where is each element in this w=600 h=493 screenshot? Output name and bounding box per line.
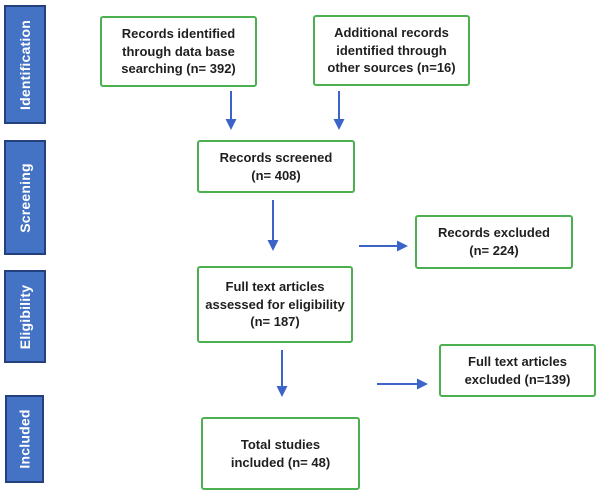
box-records-identified-line-2: through data base	[122, 43, 235, 59]
stage-eligibility: Eligibility	[4, 270, 46, 363]
arrow-assessed-down	[276, 350, 288, 397]
stage-screening-label: Screening	[17, 162, 33, 233]
arrow-assessed-to-excluded	[377, 378, 428, 390]
box-full-text-excluded-line-1: Full text articles	[468, 353, 567, 369]
box-total-studies-line-1: Total studies	[240, 436, 321, 452]
box-total-studies: Total studies included (n= 48)	[201, 417, 360, 490]
box-records-excluded-line-2: (n= 224)	[469, 243, 519, 258]
box-full-text-excluded: Full text articles excluded (n=139)	[439, 344, 596, 397]
box-full-text-excluded-line-2: excluded (n=139)	[464, 371, 571, 387]
stage-eligibility-label: Eligibility	[17, 284, 33, 349]
stage-screening: Screening	[4, 140, 46, 255]
stage-included: Included	[5, 395, 44, 483]
box-records-screened-line-2: (n= 408)	[251, 167, 301, 183]
box-full-text-assessed: Full text articles assessed for eligibil…	[197, 266, 353, 343]
box-records-identified: Records identified through data base sea…	[100, 16, 257, 87]
box-full-text-assessed-line-3: (n= 187)	[250, 314, 300, 330]
box-full-text-assessed-line-2: assessed for eligibility	[205, 296, 345, 312]
arrow-additional-to-screened	[333, 91, 345, 130]
box-additional-records-line-2: identified through	[336, 42, 447, 58]
stage-included-label: Included	[16, 409, 33, 469]
box-records-excluded-line-1: Records excluded	[438, 225, 550, 241]
box-records-identified-line-3: searching (n= 392)	[121, 61, 236, 77]
stage-identification-label: Identification	[17, 19, 34, 110]
box-full-text-assessed-line-1: Full text articles	[225, 279, 325, 295]
box-records-identified-line-1: Records identified	[121, 26, 236, 42]
arrow-screened-to-excluded	[359, 240, 408, 252]
box-additional-records-line-3: other sources (n=16)	[327, 60, 456, 76]
arrow-screened-down	[267, 200, 279, 251]
box-records-screened: Records screened (n= 408)	[197, 140, 355, 193]
box-additional-records-line-1: Additional records	[334, 25, 449, 41]
arrow-identified-to-screened	[225, 91, 237, 130]
box-total-studies-line-2: included (n= 48)	[230, 454, 331, 470]
stage-identification: Identification	[4, 5, 46, 124]
box-records-excluded: Records excluded (n= 224)	[415, 215, 573, 269]
box-records-screened-line-1: Records screened	[219, 149, 333, 165]
box-additional-records: Additional records identified through ot…	[313, 15, 470, 86]
